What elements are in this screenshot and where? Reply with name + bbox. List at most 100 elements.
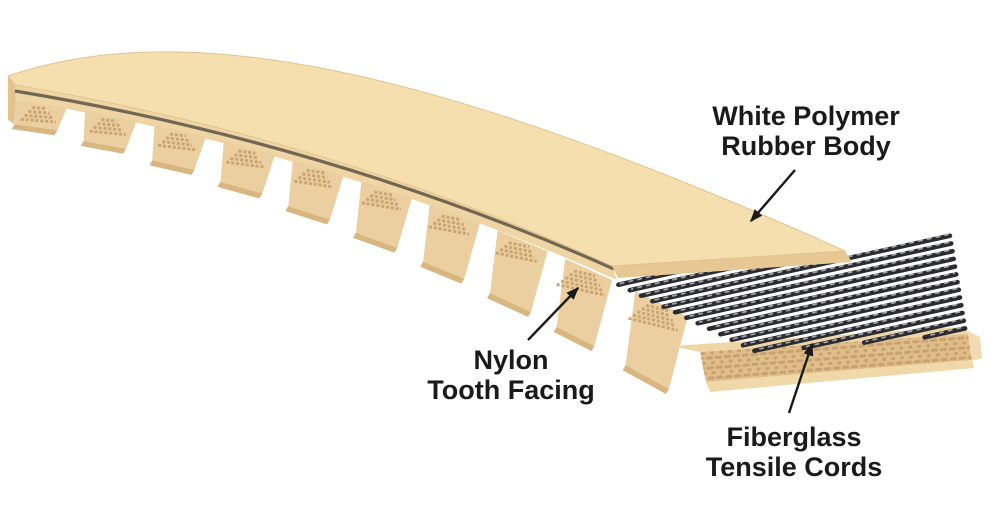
belt-tooth xyxy=(423,204,480,279)
texture-row xyxy=(89,129,126,137)
label-line: White Polymer xyxy=(712,101,900,131)
tensile-cord xyxy=(672,248,955,315)
cord-layer-edge-line xyxy=(14,89,615,271)
belt-tooth xyxy=(556,258,612,347)
nylon-facing-texture xyxy=(628,303,679,332)
texture-row xyxy=(234,153,259,160)
texture-row xyxy=(302,172,328,180)
label-line: Tensile Cords xyxy=(705,452,883,482)
nylon-facing-texture xyxy=(495,241,538,263)
texture-row xyxy=(645,303,669,313)
label-white-polymer-rubber-body: White Polymer Rubber Body xyxy=(712,101,900,161)
texture-row xyxy=(437,218,465,227)
texture-row xyxy=(441,214,462,222)
texture-row xyxy=(306,168,325,175)
belt-tooth-underside xyxy=(352,232,398,253)
texture-row xyxy=(628,316,679,332)
texture-row xyxy=(369,194,396,202)
tensile-cord xyxy=(695,264,958,326)
belt-tooth-underside xyxy=(285,206,331,225)
nylon-facing-texture xyxy=(89,118,126,137)
nylon-facing-texture xyxy=(226,149,265,169)
belt-tooth xyxy=(490,230,548,312)
belt-tooth-underside xyxy=(149,160,195,175)
belt-tooth xyxy=(220,141,275,194)
texture-row xyxy=(161,140,193,147)
tensile-cord-sheen xyxy=(925,326,964,337)
slab-bottom-strip xyxy=(706,360,974,392)
belt-tooth xyxy=(14,100,67,131)
nylon-facing-texture xyxy=(428,214,470,236)
tensile-cord-sheen xyxy=(755,303,961,351)
texture-row xyxy=(101,118,117,123)
belt-tooth xyxy=(355,181,412,248)
belt-tooth-underside xyxy=(420,261,465,284)
texture-row xyxy=(556,282,606,297)
white-polymer-arrow xyxy=(750,169,796,223)
label-line: Rubber Body xyxy=(721,131,891,161)
callout-arrows xyxy=(527,169,814,414)
belt-tooth xyxy=(625,291,688,389)
slab-right-end xyxy=(960,327,982,361)
belt-left-end-face xyxy=(8,76,16,124)
belt-tooth-underside xyxy=(11,124,58,136)
nylon-facing-texture xyxy=(20,106,56,124)
label-line: Nylon xyxy=(473,345,549,375)
texture-row xyxy=(373,190,394,197)
texture-row xyxy=(28,109,50,115)
tensile-cord-sheen xyxy=(698,264,954,323)
texture-row xyxy=(165,136,190,142)
texture-row xyxy=(294,179,334,189)
texture-row xyxy=(238,149,256,155)
belt-teeth xyxy=(11,100,688,394)
texture-row xyxy=(230,156,262,164)
texture-row xyxy=(499,248,535,258)
tensile-cord xyxy=(861,318,967,345)
texture-row xyxy=(361,201,402,211)
texture-row xyxy=(20,117,56,124)
texture-row xyxy=(32,106,47,111)
texture-row xyxy=(641,307,671,318)
tensile-cord xyxy=(684,256,957,321)
texture-row xyxy=(298,176,331,184)
rubber-body-top-surface xyxy=(7,51,846,267)
tensile-cord xyxy=(729,287,962,343)
nylon-facing-texture xyxy=(157,132,196,152)
tensile-cord-sheen xyxy=(653,233,949,301)
texture-row xyxy=(560,279,603,292)
belt-tooth-underside xyxy=(553,326,595,352)
tensile-cord xyxy=(740,295,963,348)
label-line: Tooth Facing xyxy=(427,375,595,405)
fiberglass-tensile-cords xyxy=(616,233,968,354)
tensile-cord-sheen xyxy=(676,249,952,312)
slab-woven-face xyxy=(700,334,972,382)
tensile-cord-sheen xyxy=(710,272,956,329)
fiberglass-cords-arrow xyxy=(787,342,814,414)
texture-row xyxy=(97,121,120,128)
label-fiberglass-tensile-cords: Fiberglass Tensile Cords xyxy=(706,422,883,482)
texture-row xyxy=(573,269,596,278)
texture-row xyxy=(365,197,399,207)
belt-tooth-underside xyxy=(487,293,531,317)
tensile-cord xyxy=(706,272,959,332)
cord-base-slab xyxy=(672,327,982,392)
nylon-facing-texture xyxy=(556,269,606,297)
tensile-cord xyxy=(650,233,953,304)
nylon-tooth-facing-arrow xyxy=(527,286,580,341)
tensile-cord-sheen xyxy=(732,287,958,340)
nylon-facing-texture xyxy=(294,168,334,189)
nylon-facing-texture xyxy=(361,190,402,211)
texture-row xyxy=(495,251,538,263)
label-nylon-tooth-facing: Nylon Tooth Facing xyxy=(427,345,594,405)
texture-row xyxy=(226,160,265,169)
tensile-cord-sheen xyxy=(744,295,959,345)
texture-row xyxy=(169,132,187,138)
belt-tooth xyxy=(288,159,344,220)
belt-tooth-underside xyxy=(80,140,127,154)
tensile-cord-sheen xyxy=(721,280,957,334)
rubber-cut-bevel xyxy=(612,251,852,278)
tensile-cord xyxy=(801,310,965,351)
belt-tooth-underside xyxy=(217,181,263,199)
